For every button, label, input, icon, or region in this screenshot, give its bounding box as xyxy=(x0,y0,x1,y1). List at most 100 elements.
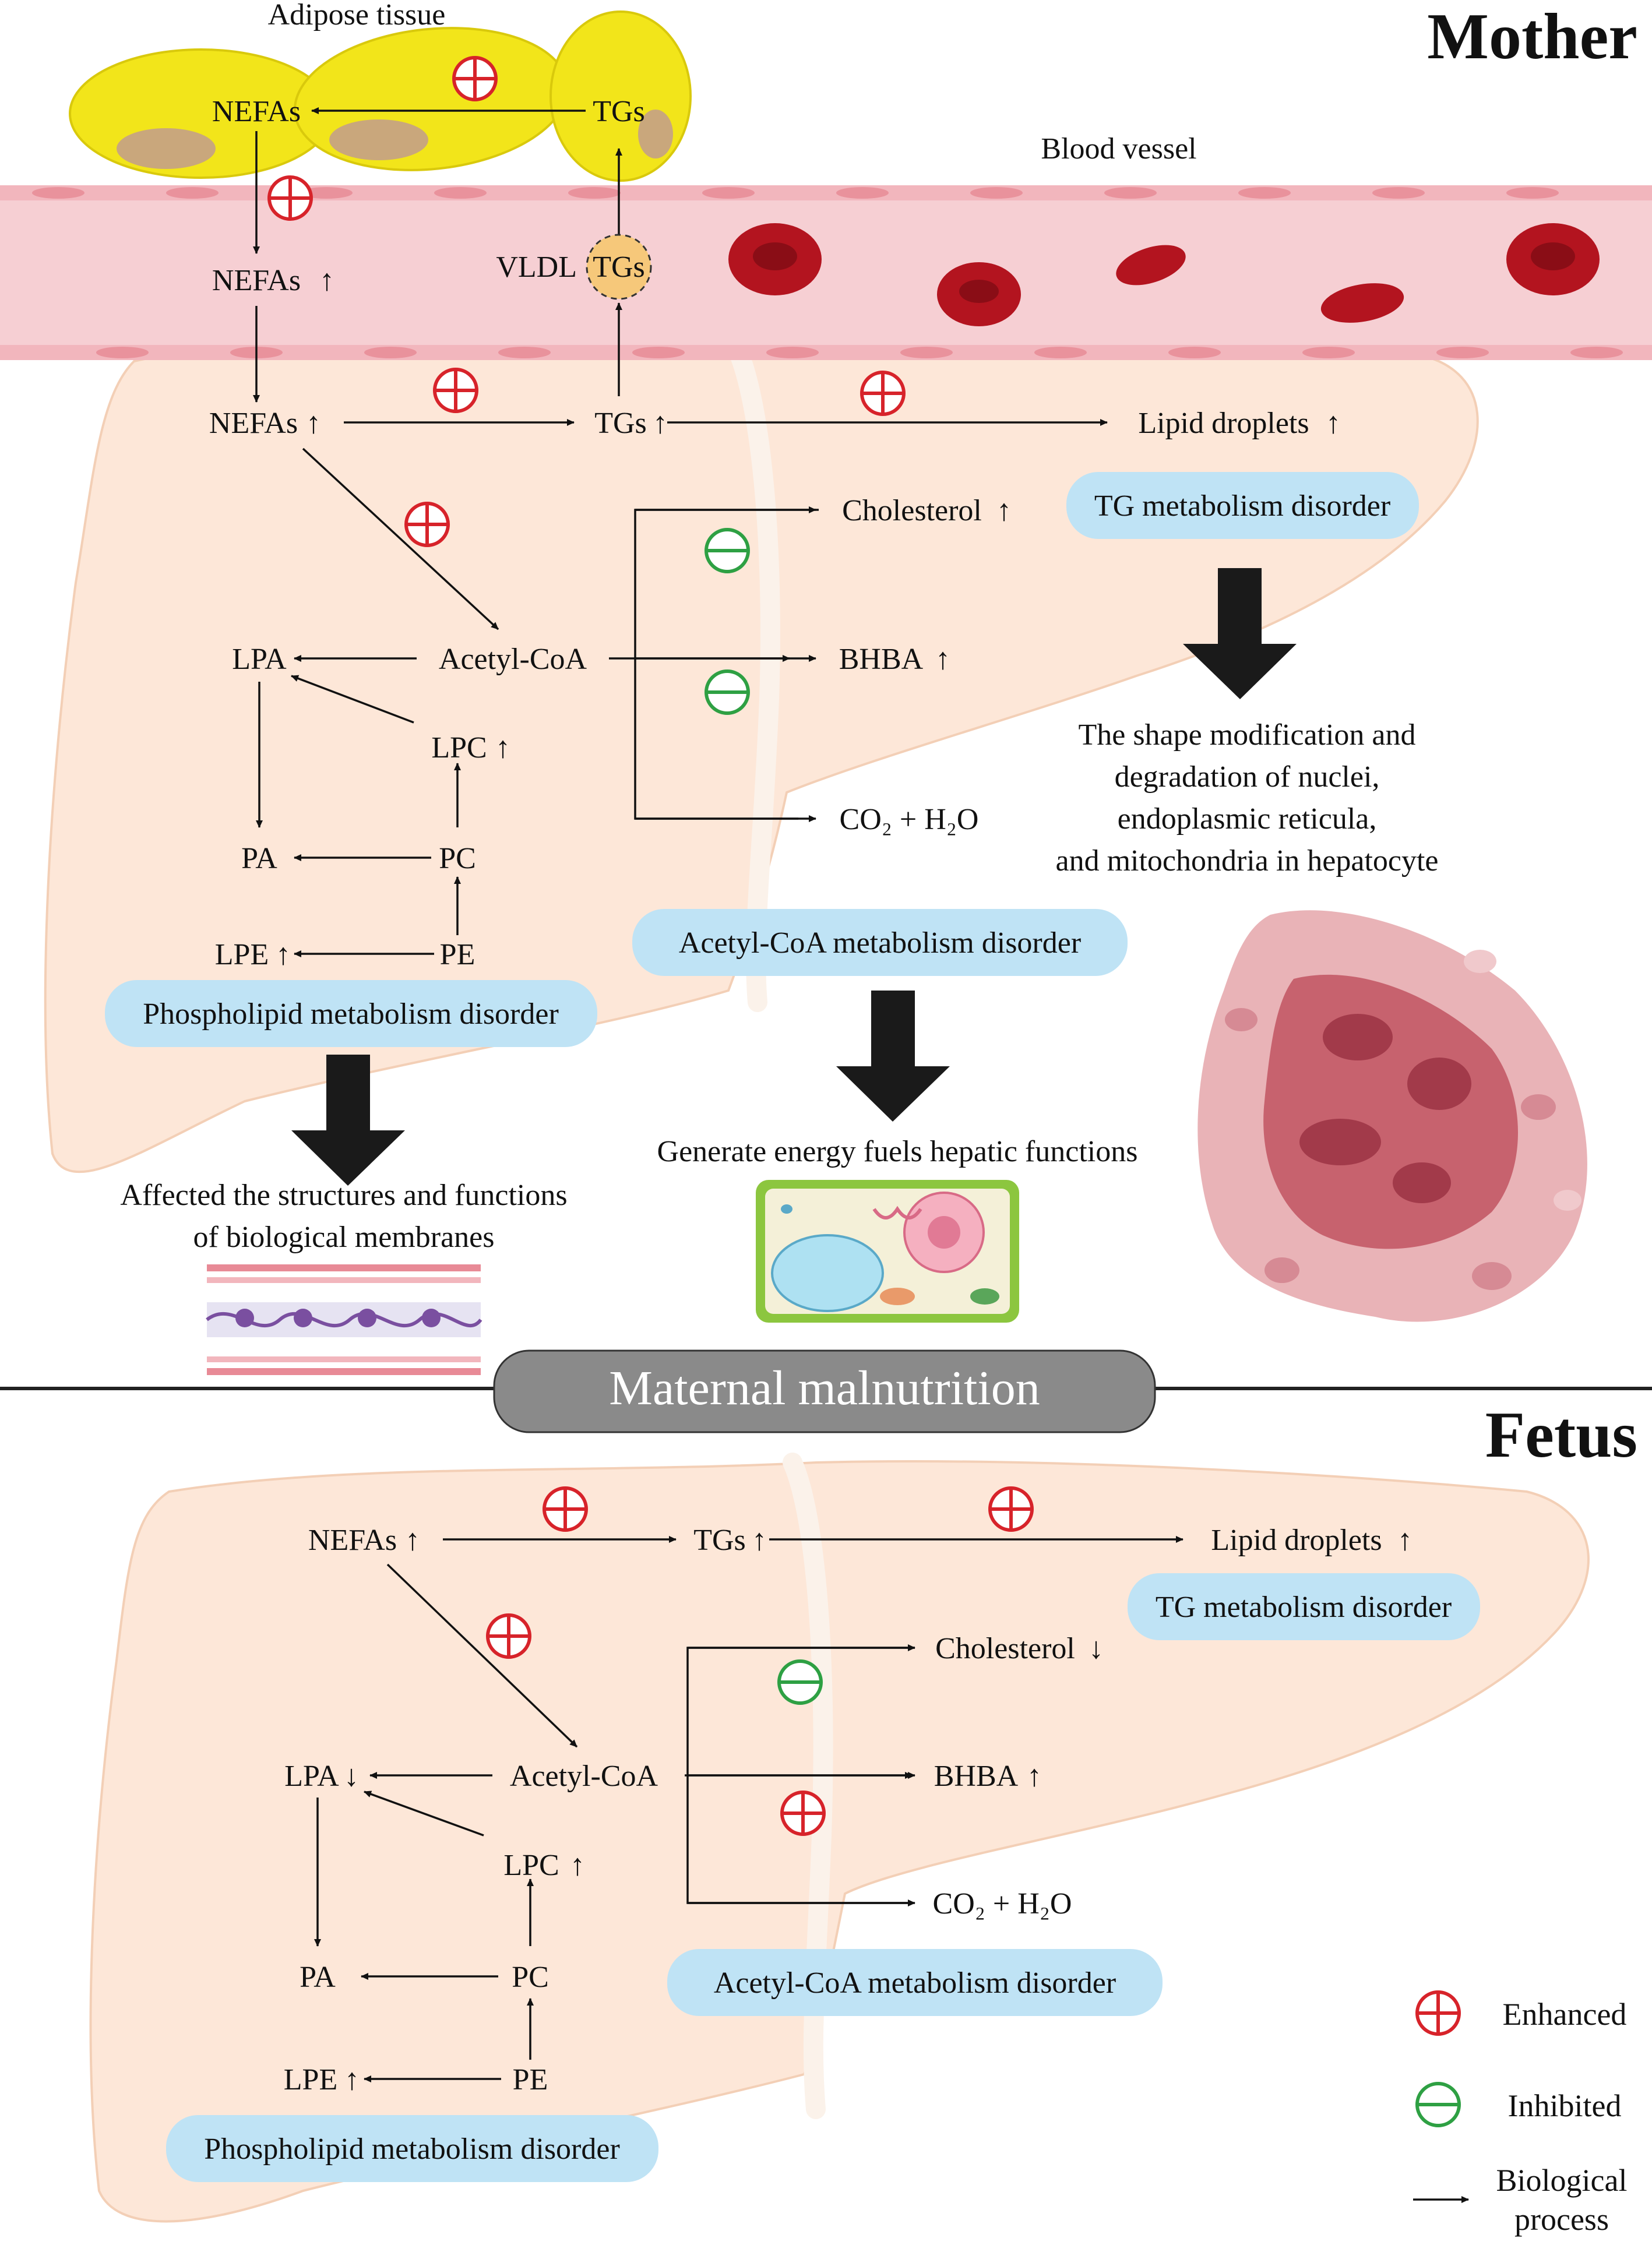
up-arrow: ↑ xyxy=(653,407,668,440)
hepatocyte-outcome-line3: endoplasmic reticula, xyxy=(1118,802,1377,836)
divider-pill xyxy=(493,1349,1156,1433)
fetus-acetyl-tag-text: Acetyl-CoA metabolism disorder xyxy=(714,1966,1116,2000)
adipose-nefas: NEFAs xyxy=(212,95,301,128)
adipose-tissue xyxy=(69,10,692,182)
up-arrow: ↑ xyxy=(935,643,950,676)
up-arrow: ↑ xyxy=(405,1524,420,1557)
fetus-pe: PE xyxy=(513,2063,548,2096)
hepatocyte-outcome-line2: degradation of nuclei, xyxy=(1115,760,1380,794)
mother-phospholipid-tag-text: Phospholipid metabolism disorder xyxy=(143,998,559,1031)
fetus-title: Fetus xyxy=(1485,1399,1637,1471)
adipose-label: Adipose tissue xyxy=(268,0,446,31)
enhanced-symbol xyxy=(406,503,448,545)
fetus-acetyl-tag xyxy=(667,1949,1163,2016)
vldl-tgs: TGs xyxy=(593,251,645,284)
blood-nefas: NEFAs xyxy=(212,264,301,297)
up-arrow: ↑ xyxy=(495,731,510,764)
fetus-lipid-droplets: Lipid droplets xyxy=(1211,1524,1382,1557)
mother-tg-tag xyxy=(1066,472,1419,539)
fetus-nefas: NEFAs xyxy=(308,1524,397,1557)
mother-pa: PA xyxy=(241,842,277,875)
divider-label: Maternal malnutrition xyxy=(609,1361,1040,1415)
adipose-tgs: TGs xyxy=(593,95,645,128)
enhanced-icon xyxy=(1417,1992,1459,2034)
up-arrow: ↑ xyxy=(1397,1524,1413,1557)
mother-acetyl-coa: Acetyl-CoA xyxy=(439,643,587,676)
mother-tg-tag-text: TG metabolism disorder xyxy=(1094,489,1390,523)
up-arrow: ↑ xyxy=(1027,1760,1042,1793)
up-arrow: ↑ xyxy=(344,2063,360,2096)
legend-enhanced: Enhanced xyxy=(1503,1997,1627,2032)
fetus-phospholipid-tag xyxy=(166,2115,658,2182)
up-arrow: ↑ xyxy=(306,407,321,440)
mother-acetyl-tag-text: Acetyl-CoA metabolism disorder xyxy=(679,926,1081,960)
hepatocyte-outcome-line1: The shape modification and xyxy=(1078,718,1415,752)
vessel-cells xyxy=(32,187,1623,358)
mother-lpa: LPA xyxy=(232,643,287,676)
enhanced-symbol xyxy=(454,58,496,100)
fetus-tg-tag xyxy=(1128,1573,1480,1640)
down-arrow: ↓ xyxy=(344,1760,359,1793)
enhanced-symbol xyxy=(544,1488,586,1530)
hepatocyte-outcome-line4: and mitochondria in hepatocyte xyxy=(1055,844,1438,877)
membranes-outcome-line2: of biological membranes xyxy=(193,1221,495,1254)
mother-phospholipid-tag xyxy=(105,980,597,1047)
fetus-cholesterol: Cholesterol xyxy=(935,1632,1075,1665)
fetus-tg-tag-text: TG metabolism disorder xyxy=(1156,1591,1452,1624)
membranes-outcome-line1: Affected the structures and functions xyxy=(120,1179,567,1212)
enhanced-symbol xyxy=(269,177,311,219)
fetus-lpc: LPC xyxy=(503,1849,559,1882)
energy-outcome: Generate energy fuels hepatic functions xyxy=(657,1135,1138,1168)
enhanced-symbol xyxy=(435,369,477,411)
up-arrow: ↑ xyxy=(752,1524,767,1557)
up-arrow: ↑ xyxy=(276,938,291,971)
fetus-lpe: LPE xyxy=(284,2063,337,2096)
fetus-bhba: BHBA xyxy=(934,1760,1019,1793)
mother-bhba: BHBA xyxy=(839,643,924,676)
mother-acetyl-tag xyxy=(632,909,1128,976)
cell-image xyxy=(756,1180,1019,1323)
down-arrow: ↓ xyxy=(1089,1632,1104,1665)
fetus-phospholipid-tag-text: Phospholipid metabolism disorder xyxy=(204,2133,620,2166)
degraded-hepatocyte-image xyxy=(1197,910,1587,1322)
mother-co2-h2o: CO₂ + H₂O xyxy=(840,803,979,836)
mother-lpc: LPC xyxy=(431,731,487,764)
big-arrow-membranes xyxy=(291,1055,405,1186)
mother-tgs: TGs xyxy=(594,407,647,440)
fetus-liver-shape xyxy=(89,1460,1590,2223)
legend-process-line1: Biological xyxy=(1496,2163,1628,2198)
up-arrow: ↑ xyxy=(1326,407,1341,440)
enhanced-symbol xyxy=(990,1488,1032,1530)
enhanced-symbol xyxy=(782,1792,824,1834)
fetus-co2-h2o: CO₂ + H₂O xyxy=(933,1887,1072,1920)
enhanced-symbol xyxy=(488,1615,530,1657)
fetus-pa: PA xyxy=(300,1961,336,1994)
vldl-particle xyxy=(586,234,652,300)
mother-pc: PC xyxy=(439,842,476,875)
mother-lpe: LPE xyxy=(215,938,269,971)
big-arrow-hepatocyte xyxy=(1183,568,1297,699)
fetus-lpa: LPA xyxy=(284,1760,339,1793)
legend-inhibited: Inhibited xyxy=(1508,2088,1622,2123)
mother-cholesterol: Cholesterol xyxy=(842,494,982,527)
mother-nefas: NEFAs xyxy=(209,407,298,440)
inhibited-icon xyxy=(1417,2084,1459,2126)
mother-pe: PE xyxy=(440,938,475,971)
mother-lipid-droplets: Lipid droplets xyxy=(1138,407,1309,440)
red-blood-cells xyxy=(728,223,1600,326)
fetus-pc: PC xyxy=(512,1961,549,1994)
inhibited-symbol xyxy=(706,671,748,713)
membrane-image xyxy=(206,1264,482,1375)
mother-title: Mother xyxy=(1427,1,1637,73)
enhanced-symbol xyxy=(862,372,904,414)
up-arrow: ↑ xyxy=(319,264,334,297)
vldl-label: VLDL xyxy=(496,251,577,284)
up-arrow: ↑ xyxy=(570,1849,585,1882)
big-arrow-energy xyxy=(836,991,950,1122)
fetus-tgs: TGs xyxy=(693,1524,746,1557)
up-arrow: ↑ xyxy=(996,494,1012,527)
legend-process-line2: process xyxy=(1514,2202,1609,2237)
fetus-acetyl-coa: Acetyl-CoA xyxy=(510,1760,658,1793)
